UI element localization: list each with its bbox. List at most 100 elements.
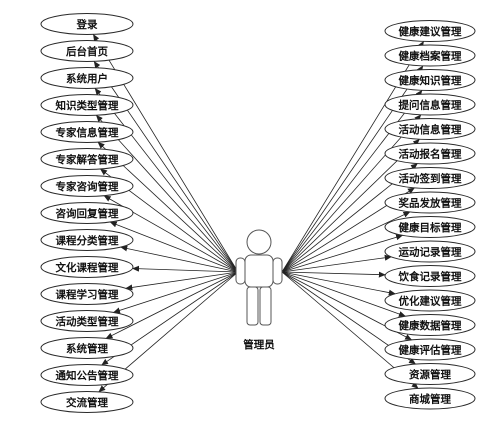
use-case-label: 活动信息管理 [399, 123, 462, 136]
right-association-arrow [281, 271, 386, 278]
use-case-ellipse [384, 289, 476, 312]
right-use-case[interactable]: 健康目标管理 [384, 216, 476, 238]
use-case-label: 优化建议管理 [399, 295, 462, 308]
right-use-case[interactable]: 饮食记录管理 [384, 265, 476, 287]
left-association-arrow [125, 271, 239, 291]
use-case-label: 健康评估管理 [399, 344, 462, 357]
left-association-arrow [94, 87, 239, 273]
use-case-label: 健康建议管理 [399, 25, 462, 38]
right-use-case[interactable]: 资源管理 [384, 363, 476, 385]
right-use-cases: 健康建议管理健康档案管理健康知识管理提问信息管理活动信息管理活动报名管理活动签到… [384, 20, 476, 410]
right-use-case[interactable]: 健康知识管理 [384, 69, 476, 91]
right-use-case[interactable]: 奖品发放管理 [384, 191, 476, 214]
left-use-case[interactable]: 交流管理 [40, 391, 134, 413]
use-case-label: 咨询回复管理 [56, 207, 119, 220]
right-association-arrow [281, 211, 411, 273]
use-case-label: 后台首页 [66, 45, 108, 58]
use-case-label: 活动签到管理 [399, 172, 462, 185]
left-use-case[interactable]: 登录 [40, 13, 134, 35]
right-use-case[interactable]: 活动信息管理 [384, 118, 476, 140]
right-association-arrow [281, 114, 422, 273]
actor-right-arm [272, 257, 283, 285]
use-case-ellipse [40, 67, 134, 89]
use-case-label: 奖品发放管理 [399, 197, 462, 210]
right-use-case[interactable]: 优化建议管理 [384, 289, 476, 312]
left-use-case[interactable]: 专家咨询管理 [40, 175, 134, 197]
use-case-label: 交流管理 [66, 396, 108, 409]
left-association-arrow [132, 265, 239, 273]
use-case-label: 课程学习管理 [56, 288, 119, 301]
use-case-ellipse [384, 216, 476, 238]
left-association-arrow [120, 245, 239, 273]
right-association-arrow [281, 234, 404, 273]
use-case-ellipse [384, 93, 476, 116]
use-case-label: 课程分类管理 [56, 234, 119, 247]
use-case-ellipse [384, 167, 476, 189]
use-case-ellipse [40, 13, 134, 35]
left-use-case[interactable]: 通知公告管理 [40, 364, 134, 386]
left-use-case[interactable]: 后台首页 [40, 40, 134, 62]
left-use-case[interactable]: 系统管理 [40, 337, 134, 359]
left-use-case[interactable]: 文化课程管理 [40, 256, 134, 278]
use-case-ellipse [40, 310, 134, 332]
left-use-case[interactable]: 活动类型管理 [40, 310, 134, 332]
left-association-arrow [105, 271, 239, 339]
use-case-ellipse [384, 191, 476, 214]
use-case-ellipse [40, 229, 134, 251]
use-case-label: 健康知识管理 [399, 74, 462, 87]
use-case-label: 专家信息管理 [56, 126, 119, 139]
use-case-ellipse [384, 265, 476, 287]
use-case-ellipse [40, 364, 134, 386]
right-use-case[interactable]: 健康数据管理 [384, 314, 476, 336]
use-case-ellipse [40, 148, 134, 170]
left-use-case[interactable]: 咨询回复管理 [40, 202, 134, 224]
left-association-arrow [109, 221, 239, 273]
use-case-label: 健康档案管理 [399, 50, 462, 63]
right-use-case[interactable]: 健康评估管理 [384, 338, 476, 361]
use-case-ellipse [384, 44, 476, 67]
right-use-case[interactable]: 商城管理 [384, 387, 476, 410]
actor-head [246, 229, 272, 255]
right-association-arrow [281, 89, 423, 273]
right-association-arrow [281, 271, 396, 296]
use-case-ellipse [384, 314, 476, 336]
use-case-ellipse [40, 40, 134, 62]
left-association-arrow [95, 114, 239, 273]
left-use-case[interactable]: 专家信息管理 [40, 121, 134, 143]
use-case-ellipse [384, 20, 476, 42]
use-case-label: 饮食记录管理 [398, 270, 462, 283]
left-use-cases: 登录后台首页系统用户知识类型管理专家信息管理专家解答管理专家咨询管理咨询回复管理… [40, 13, 134, 413]
right-use-case[interactable]: 提问信息管理 [384, 93, 476, 116]
use-case-label: 健康目标管理 [399, 221, 462, 234]
use-case-label: 文化课程管理 [55, 261, 119, 274]
right-association-arrow [281, 138, 420, 273]
use-case-label: 知识类型管理 [56, 99, 119, 112]
use-case-label: 登录 [76, 18, 98, 31]
left-use-case[interactable]: 专家解答管理 [40, 148, 134, 170]
actor-body [244, 254, 274, 288]
use-case-ellipse [384, 69, 476, 91]
left-use-case[interactable]: 系统用户 [40, 67, 134, 89]
right-use-case[interactable]: 健康档案管理 [384, 44, 476, 67]
use-case-label: 运动记录管理 [399, 246, 462, 259]
use-case-ellipse [384, 363, 476, 385]
use-case-ellipse [40, 202, 134, 224]
right-association-arrow [281, 254, 392, 273]
use-case-ellipse [40, 94, 134, 116]
right-use-case[interactable]: 健康建议管理 [384, 20, 476, 42]
right-use-case[interactable]: 运动记录管理 [384, 240, 476, 263]
left-use-case[interactable]: 课程分类管理 [40, 229, 134, 251]
left-use-case[interactable]: 知识类型管理 [40, 94, 134, 116]
use-case-label: 资源管理 [409, 368, 451, 381]
right-use-case[interactable]: 活动报名管理 [384, 142, 476, 165]
use-case-ellipse [40, 337, 134, 359]
use-case-ellipse [40, 121, 134, 143]
actor-left-leg [246, 286, 259, 326]
right-use-case[interactable]: 活动签到管理 [384, 167, 476, 189]
left-use-case[interactable]: 课程学习管理 [40, 283, 134, 305]
use-case-label: 提问信息管理 [399, 99, 462, 112]
use-case-label: 系统管理 [66, 342, 108, 355]
use-case-label: 通知公告管理 [56, 369, 119, 382]
actor-right-leg [259, 286, 272, 326]
use-case-ellipse [40, 391, 134, 413]
